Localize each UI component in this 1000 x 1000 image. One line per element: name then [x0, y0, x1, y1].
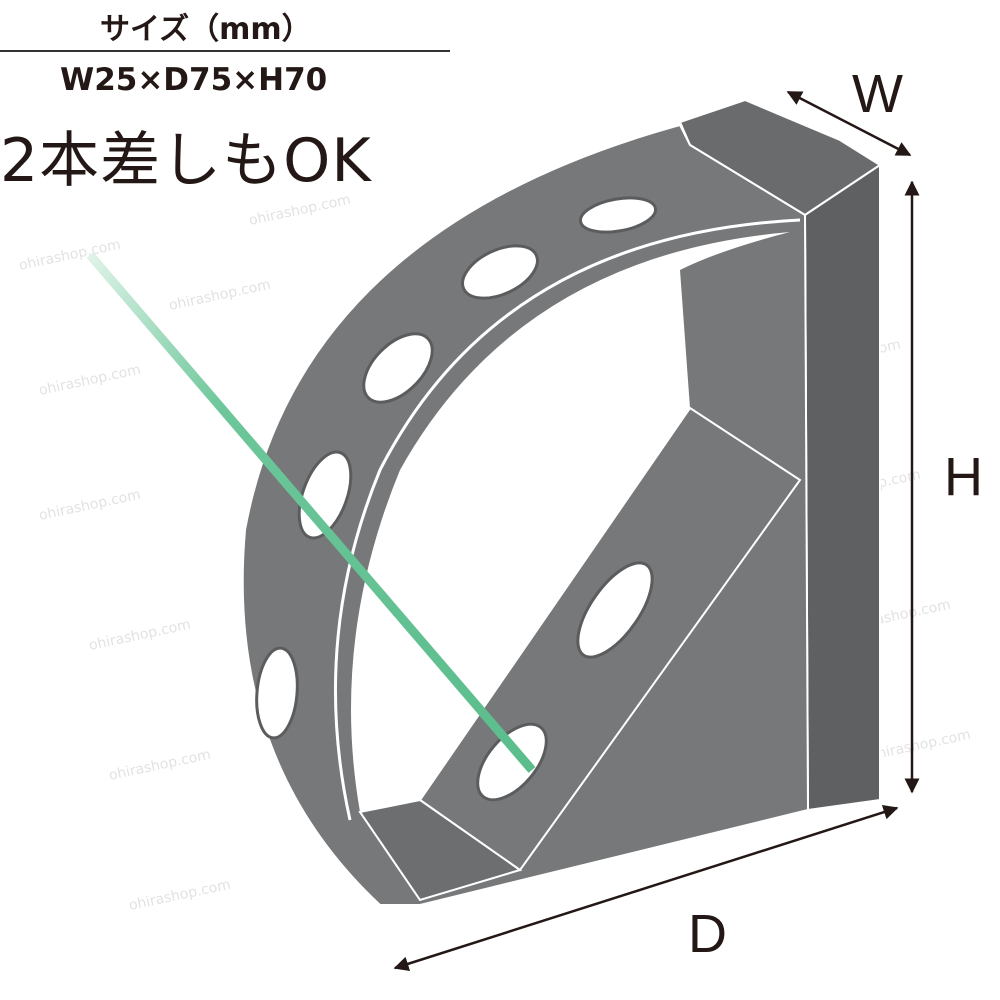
- watermark-text: ohirashop.com: [868, 727, 973, 764]
- divider: [0, 50, 450, 52]
- dimension-arrows: W H D: [393, 64, 983, 972]
- bracket: [241, 98, 882, 906]
- green-rod: [86, 252, 536, 773]
- hole: [576, 561, 654, 659]
- hole: [476, 722, 548, 802]
- watermark-text: ohirashop.com: [108, 747, 213, 784]
- watermark-text: ohirashop.com: [38, 487, 143, 524]
- watermark-text: ohirashop.com: [88, 617, 193, 654]
- height-label: H: [944, 447, 983, 507]
- watermark-text: ohirashop.com: [128, 877, 233, 914]
- watermark-text: ohirashop.com: [38, 362, 143, 399]
- width-label: W: [852, 64, 903, 124]
- width-arrow: [786, 90, 912, 157]
- hole: [461, 244, 539, 300]
- feature-text: 2本差しもOK: [0, 126, 372, 196]
- depth-label: D: [688, 904, 727, 964]
- depth-arrow: [393, 804, 899, 972]
- hole: [362, 332, 434, 404]
- dimensions-text: W25×D75×H70: [60, 62, 328, 98]
- bracket-opening: [351, 232, 790, 812]
- back-plate-side: [803, 163, 881, 812]
- size-title: サイズ（mm）: [100, 12, 312, 47]
- arc-edge: [333, 218, 801, 821]
- watermark-text: ohirashop.com: [168, 277, 273, 314]
- hole: [255, 646, 299, 740]
